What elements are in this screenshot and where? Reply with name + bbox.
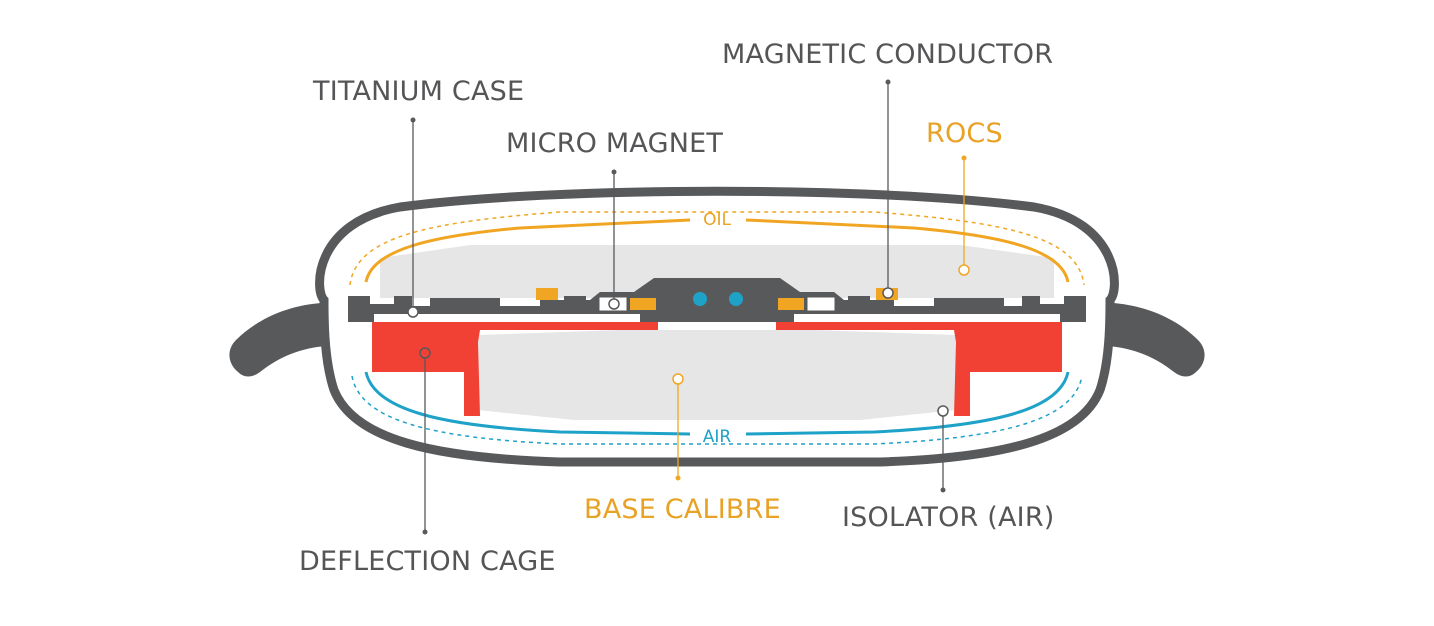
base-calibre-region <box>478 330 956 420</box>
base-calibre-label: BASE CALIBRE <box>584 494 781 525</box>
deflection-cage-right <box>776 322 1062 416</box>
micro-magnet-orange-right <box>778 298 804 310</box>
air-line-right <box>745 371 1070 436</box>
leader-dots <box>410 79 967 535</box>
titanium-case-shell <box>315 186 1119 467</box>
pivot-jewel-right <box>729 292 743 306</box>
micro-magnet-orange-left <box>630 298 656 310</box>
deflection-cage-label: DEFLECTION CAGE <box>299 546 556 577</box>
micro-magnet-label: MICRO MAGNET <box>506 128 723 159</box>
air-line <box>364 371 691 436</box>
leader-lines-orange <box>677 158 965 478</box>
small-dark-block-right <box>848 296 870 304</box>
target-markers <box>407 264 970 417</box>
oil-block-left <box>536 288 558 300</box>
oil-label: OIL <box>703 210 731 230</box>
air-label: AIR <box>703 427 732 447</box>
leader-lines <box>412 82 944 532</box>
deflection-cage-left <box>372 322 658 416</box>
air-dashed-line <box>351 375 1083 445</box>
isolator-air-label: ISOLATOR (AIR) <box>842 502 1055 533</box>
rocs-label: ROCS <box>926 118 1003 149</box>
right-strap-lug <box>1108 303 1205 377</box>
left-strap-lug <box>229 303 326 377</box>
rocs-gray-region <box>380 245 1054 298</box>
oil-line <box>364 218 691 283</box>
micro-magnet-frame-right <box>804 294 838 314</box>
case-middle-ring <box>348 278 1086 322</box>
pivot-center <box>706 291 728 309</box>
oil-dashed-line <box>349 211 1085 286</box>
pivot-jewel-left <box>693 292 707 306</box>
titanium-case-label: TITANIUM CASE <box>312 76 524 107</box>
small-dark-block-left <box>564 296 586 304</box>
magnetic-conductor-label: MAGNETIC CONDUCTOR <box>722 39 1053 70</box>
oil-line-right <box>745 218 1070 283</box>
